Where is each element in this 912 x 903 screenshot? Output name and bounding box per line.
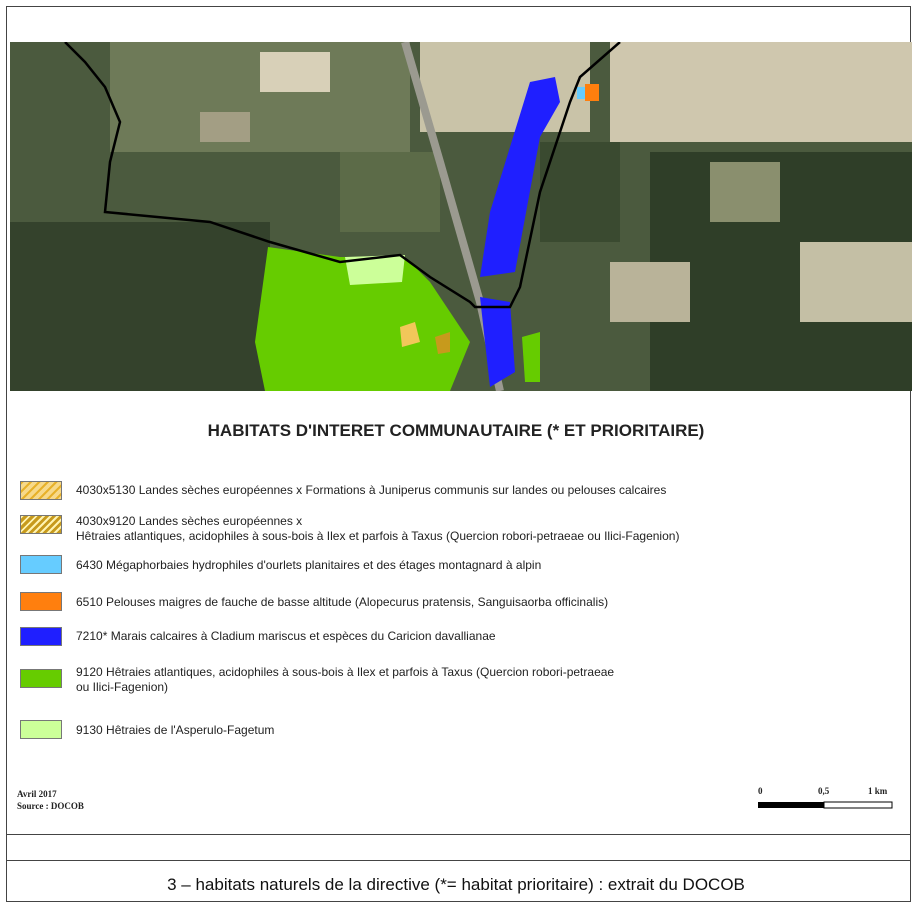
habitat-9120 (255, 247, 470, 391)
scale-label-0: 0 (758, 786, 763, 796)
habitat-9120-strip (522, 332, 540, 382)
legend-label: 6430 Mégaphorbaies hydrophiles d'ourlets… (76, 558, 542, 572)
site-boundary (64, 42, 621, 309)
habitat-6510 (585, 84, 599, 101)
habitat-4030x9120 (435, 332, 450, 354)
habitat-7210-south (480, 297, 515, 387)
habitat-6430 (577, 87, 585, 99)
legend-label: 4030x9120 Landes sèches européennes x (76, 514, 303, 528)
figure-frame (6, 6, 911, 902)
scale-label-end: 1 km (868, 786, 888, 796)
legend-label: 9120 Hêtraies atlantiques, acidophiles à… (76, 665, 615, 679)
legend-label: 9130 Hêtraies de l'Asperulo-Fagetum (76, 723, 275, 737)
legend-swatch (20, 627, 62, 646)
legend-label-line2: ou Ilici-Fagenion) (76, 680, 169, 694)
legend-label-line2: Hêtraies atlantiques, acidophiles à sous… (76, 529, 680, 543)
scale-segment-black (758, 802, 824, 808)
map-canvas (10, 42, 912, 391)
legend-swatch (20, 555, 62, 574)
habitat-7210-north (480, 77, 560, 277)
legend-swatch (20, 669, 62, 688)
scale-segment-white (823, 801, 893, 809)
figure-caption: 3 – habitats naturels de la directive (*… (167, 875, 745, 894)
legend-label: 7210* Marais calcaires à Cladium mariscu… (76, 629, 496, 643)
legend-label: 6510 Pelouses maigres de fauche de basse… (76, 595, 609, 609)
legend-swatch (20, 720, 62, 739)
habitat-9130 (345, 255, 405, 285)
legend-swatch (20, 481, 62, 500)
habitat-4030x5130 (400, 322, 420, 347)
legend-swatch (20, 515, 62, 534)
map-source: Source : DOCOB (17, 801, 84, 811)
map-date: Avril 2017 (17, 789, 57, 799)
map-date-source: Avril 2017 Source : DOCOB (17, 788, 84, 812)
legend-label: 4030x5130 Landes sèches européennes x Fo… (76, 483, 667, 497)
scale-label-mid: 0,5 (818, 786, 830, 796)
aerial-map (10, 42, 912, 391)
divider (6, 834, 911, 835)
scale-bar: 0 0,5 1 km (756, 785, 896, 815)
legend-title: HABITATS D'INTERET COMMUNAUTAIRE (* ET P… (207, 421, 705, 440)
divider (6, 860, 911, 861)
legend-swatch (20, 592, 62, 611)
